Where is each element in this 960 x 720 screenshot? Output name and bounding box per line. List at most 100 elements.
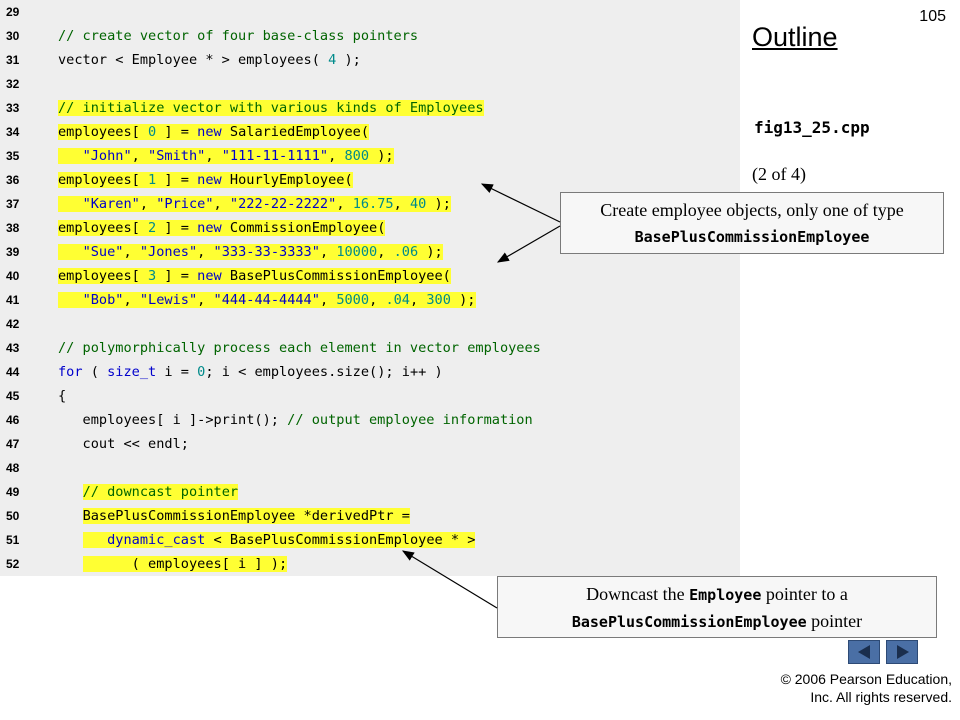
code-token: // create vector of four base-class poin… bbox=[58, 28, 419, 44]
code-text: "Karen", "Price", "222-22-2222", 16.75, … bbox=[58, 192, 451, 216]
callout-downcast-text-1: Downcast the bbox=[586, 584, 690, 604]
code-body: employees[ 3 ] = new BasePlusCommissionE… bbox=[58, 268, 451, 284]
code-token: , bbox=[319, 244, 337, 260]
code-token: ] = bbox=[156, 124, 198, 140]
line-number: 50 bbox=[6, 509, 20, 523]
code-line: 31 vector < Employee * > employees( 4 ); bbox=[0, 48, 740, 72]
code-token: .06 bbox=[393, 244, 419, 260]
line-number: 48 bbox=[6, 461, 20, 475]
code-token: 0 bbox=[148, 124, 157, 140]
callout-downcast-text-3: pointer bbox=[806, 611, 863, 631]
copyright-line-2: Inc. All rights reserved. bbox=[810, 689, 952, 705]
code-line: 45{ bbox=[0, 384, 740, 408]
code-indent bbox=[58, 484, 83, 500]
code-token: 800 bbox=[344, 148, 370, 164]
line-number: 38 bbox=[6, 221, 20, 235]
code-text: "John", "Smith", "111-11-1111", 800 ); bbox=[58, 144, 394, 168]
copyright-line-1: © 2006 Pearson Education, bbox=[780, 671, 952, 687]
code-token: 4 bbox=[328, 52, 337, 68]
line-number: 33 bbox=[6, 101, 20, 115]
code-token bbox=[58, 292, 83, 308]
code-token: 16.75 bbox=[352, 196, 394, 212]
line-number: 51 bbox=[6, 533, 20, 547]
code-token: 0 bbox=[197, 364, 206, 380]
code-token: , bbox=[369, 292, 386, 308]
code-line: 47 cout << endl; bbox=[0, 432, 740, 456]
callout-create-objects-text: Create employee objects, only one of typ… bbox=[600, 200, 904, 220]
code-text: dynamic_cast < BasePlusCommissionEmploye… bbox=[58, 528, 476, 552]
code-line: 50 BasePlusCommissionEmployee *derivedPt… bbox=[0, 504, 740, 528]
code-text: for ( size_t i = 0; i < employees.size()… bbox=[58, 360, 443, 384]
code-token: 10000 bbox=[336, 244, 378, 260]
line-number: 37 bbox=[6, 197, 20, 211]
line-number: 32 bbox=[6, 77, 20, 91]
code-text: employees[ i ]->print(); // output emplo… bbox=[58, 408, 533, 432]
code-token: "444-44-4444" bbox=[213, 292, 320, 308]
callout-create-objects: Create employee objects, only one of typ… bbox=[560, 192, 944, 254]
code-token: , bbox=[213, 196, 230, 212]
code-token: , bbox=[197, 292, 214, 308]
line-number: 35 bbox=[6, 149, 20, 163]
code-token: 300 bbox=[426, 292, 451, 308]
code-body: // create vector of four base-class poin… bbox=[58, 28, 418, 44]
outline-title[interactable]: Outline bbox=[752, 22, 838, 52]
copyright-notice: © 2006 Pearson Education, Inc. All right… bbox=[781, 670, 952, 706]
code-token: cout << endl; bbox=[58, 436, 189, 452]
line-number: 30 bbox=[6, 29, 20, 43]
code-token: // polymorphically process each element … bbox=[58, 340, 541, 356]
code-token: ); bbox=[336, 52, 361, 68]
line-number: 29 bbox=[6, 5, 20, 19]
code-token: employees[ bbox=[58, 268, 149, 284]
line-number: 31 bbox=[6, 53, 20, 67]
code-token: "Lewis" bbox=[139, 292, 198, 308]
code-body: employees[ 1 ] = new HourlyEmployee( bbox=[58, 172, 353, 188]
code-token bbox=[58, 148, 83, 164]
callout-create-objects-code: BasePlusCommissionEmployee bbox=[634, 228, 870, 246]
code-token: , bbox=[139, 196, 157, 212]
code-token: , bbox=[319, 292, 337, 308]
code-token: ); bbox=[418, 244, 443, 260]
code-line: 30 // create vector of four base-class po… bbox=[0, 24, 740, 48]
code-body: "Sue", "Jones", "333-33-3333", 10000, .0… bbox=[58, 244, 443, 260]
code-token: ); bbox=[450, 292, 476, 308]
code-token: , bbox=[336, 196, 353, 212]
code-text: BasePlusCommissionEmployee *derivedPtr = bbox=[58, 504, 410, 528]
previous-slide-button[interactable] bbox=[848, 640, 880, 664]
code-token: "Karen" bbox=[82, 196, 140, 212]
code-body: employees[ i ]->print(); // output emplo… bbox=[58, 412, 533, 428]
code-token: ); bbox=[426, 196, 451, 212]
code-token: 1 bbox=[148, 172, 157, 188]
code-token: ] = bbox=[156, 172, 198, 188]
code-token: , bbox=[131, 148, 149, 164]
code-token: vector < Employee * > employees( bbox=[58, 52, 329, 68]
code-text: // polymorphically process each element … bbox=[58, 336, 541, 360]
code-token bbox=[58, 244, 83, 260]
code-token: SalariedEmployee( bbox=[221, 124, 370, 140]
code-line: 49 // downcast pointer bbox=[0, 480, 740, 504]
code-indent bbox=[58, 532, 83, 548]
code-token: // output employee information bbox=[287, 412, 533, 428]
line-number: 47 bbox=[6, 437, 20, 451]
code-body: cout << endl; bbox=[58, 436, 189, 452]
code-token: "Bob" bbox=[82, 292, 124, 308]
code-text: employees[ 1 ] = new HourlyEmployee( bbox=[58, 168, 353, 192]
line-number: 40 bbox=[6, 269, 20, 283]
code-text: // initialize vector with various kinds … bbox=[58, 96, 484, 120]
code-line: 40 employees[ 3 ] = new BasePlusCommissio… bbox=[0, 264, 740, 288]
code-token: "111-11-1111" bbox=[221, 148, 329, 164]
code-token bbox=[83, 532, 108, 548]
code-line: 37 "Karen", "Price", "222-22-2222", 16.7… bbox=[0, 192, 740, 216]
code-text: "Sue", "Jones", "333-33-3333", 10000, .0… bbox=[58, 240, 443, 264]
code-token: , bbox=[377, 244, 394, 260]
code-line: 35 "John", "Smith", "111-11-1111", 800 )… bbox=[0, 144, 740, 168]
code-panel: 29 30 // create vector of four base-class … bbox=[0, 0, 740, 576]
slide-number: 105 bbox=[919, 8, 946, 25]
code-token: new bbox=[197, 172, 222, 188]
source-filename: fig13_25.cpp bbox=[754, 118, 870, 137]
code-text: "Bob", "Lewis", "444-44-4444", 5000, .04… bbox=[58, 288, 476, 312]
next-slide-button[interactable] bbox=[886, 640, 918, 664]
